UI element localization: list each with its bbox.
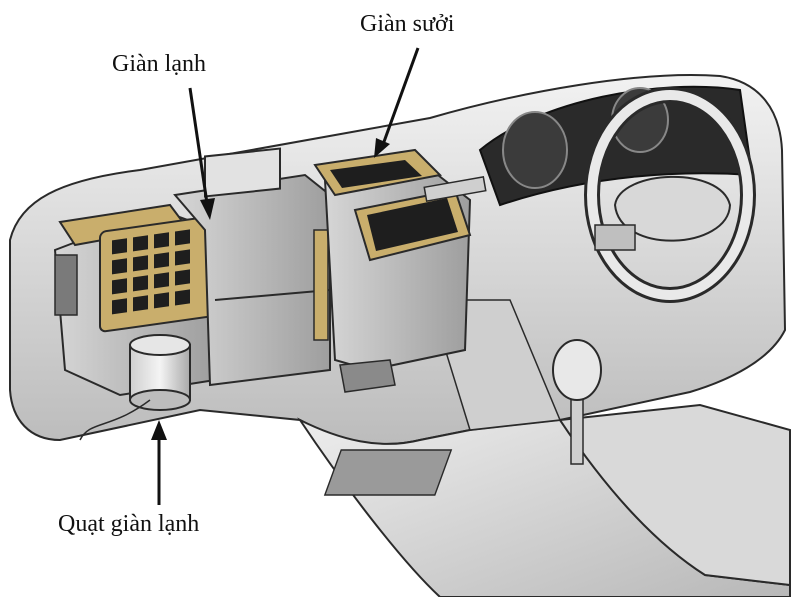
side-bracket bbox=[54, 254, 78, 316]
evaporator-pipe bbox=[214, 289, 331, 301]
arrow-evaporator bbox=[188, 87, 215, 220]
label-evaporator-fan: Quạt giàn lạnh bbox=[58, 511, 200, 537]
steering-column bbox=[594, 224, 636, 251]
steering-wheel-rim-highlight bbox=[587, 90, 753, 300]
shifter-stick bbox=[570, 391, 584, 465]
tan-pipe bbox=[313, 229, 329, 341]
evaporator-housing bbox=[173, 173, 331, 387]
shifter-knob bbox=[552, 339, 602, 401]
gauge-left bbox=[502, 111, 568, 189]
ribbed-hose bbox=[423, 176, 487, 202]
arrow-fan bbox=[151, 420, 167, 505]
floor-duct bbox=[339, 359, 396, 393]
wire bbox=[79, 399, 151, 441]
shifter-gate bbox=[323, 449, 453, 496]
evaporator-cap bbox=[204, 147, 281, 198]
arrow-heater bbox=[374, 47, 420, 158]
heater-top-vent bbox=[313, 148, 443, 197]
label-heater-core: Giàn sưởi bbox=[360, 11, 455, 37]
heater-front-vent bbox=[353, 188, 472, 262]
intake-grille bbox=[99, 215, 216, 333]
fan-motor bbox=[129, 334, 191, 411]
steering-wheel-hub bbox=[613, 175, 732, 242]
label-evaporator: Giàn lạnh bbox=[112, 51, 206, 77]
